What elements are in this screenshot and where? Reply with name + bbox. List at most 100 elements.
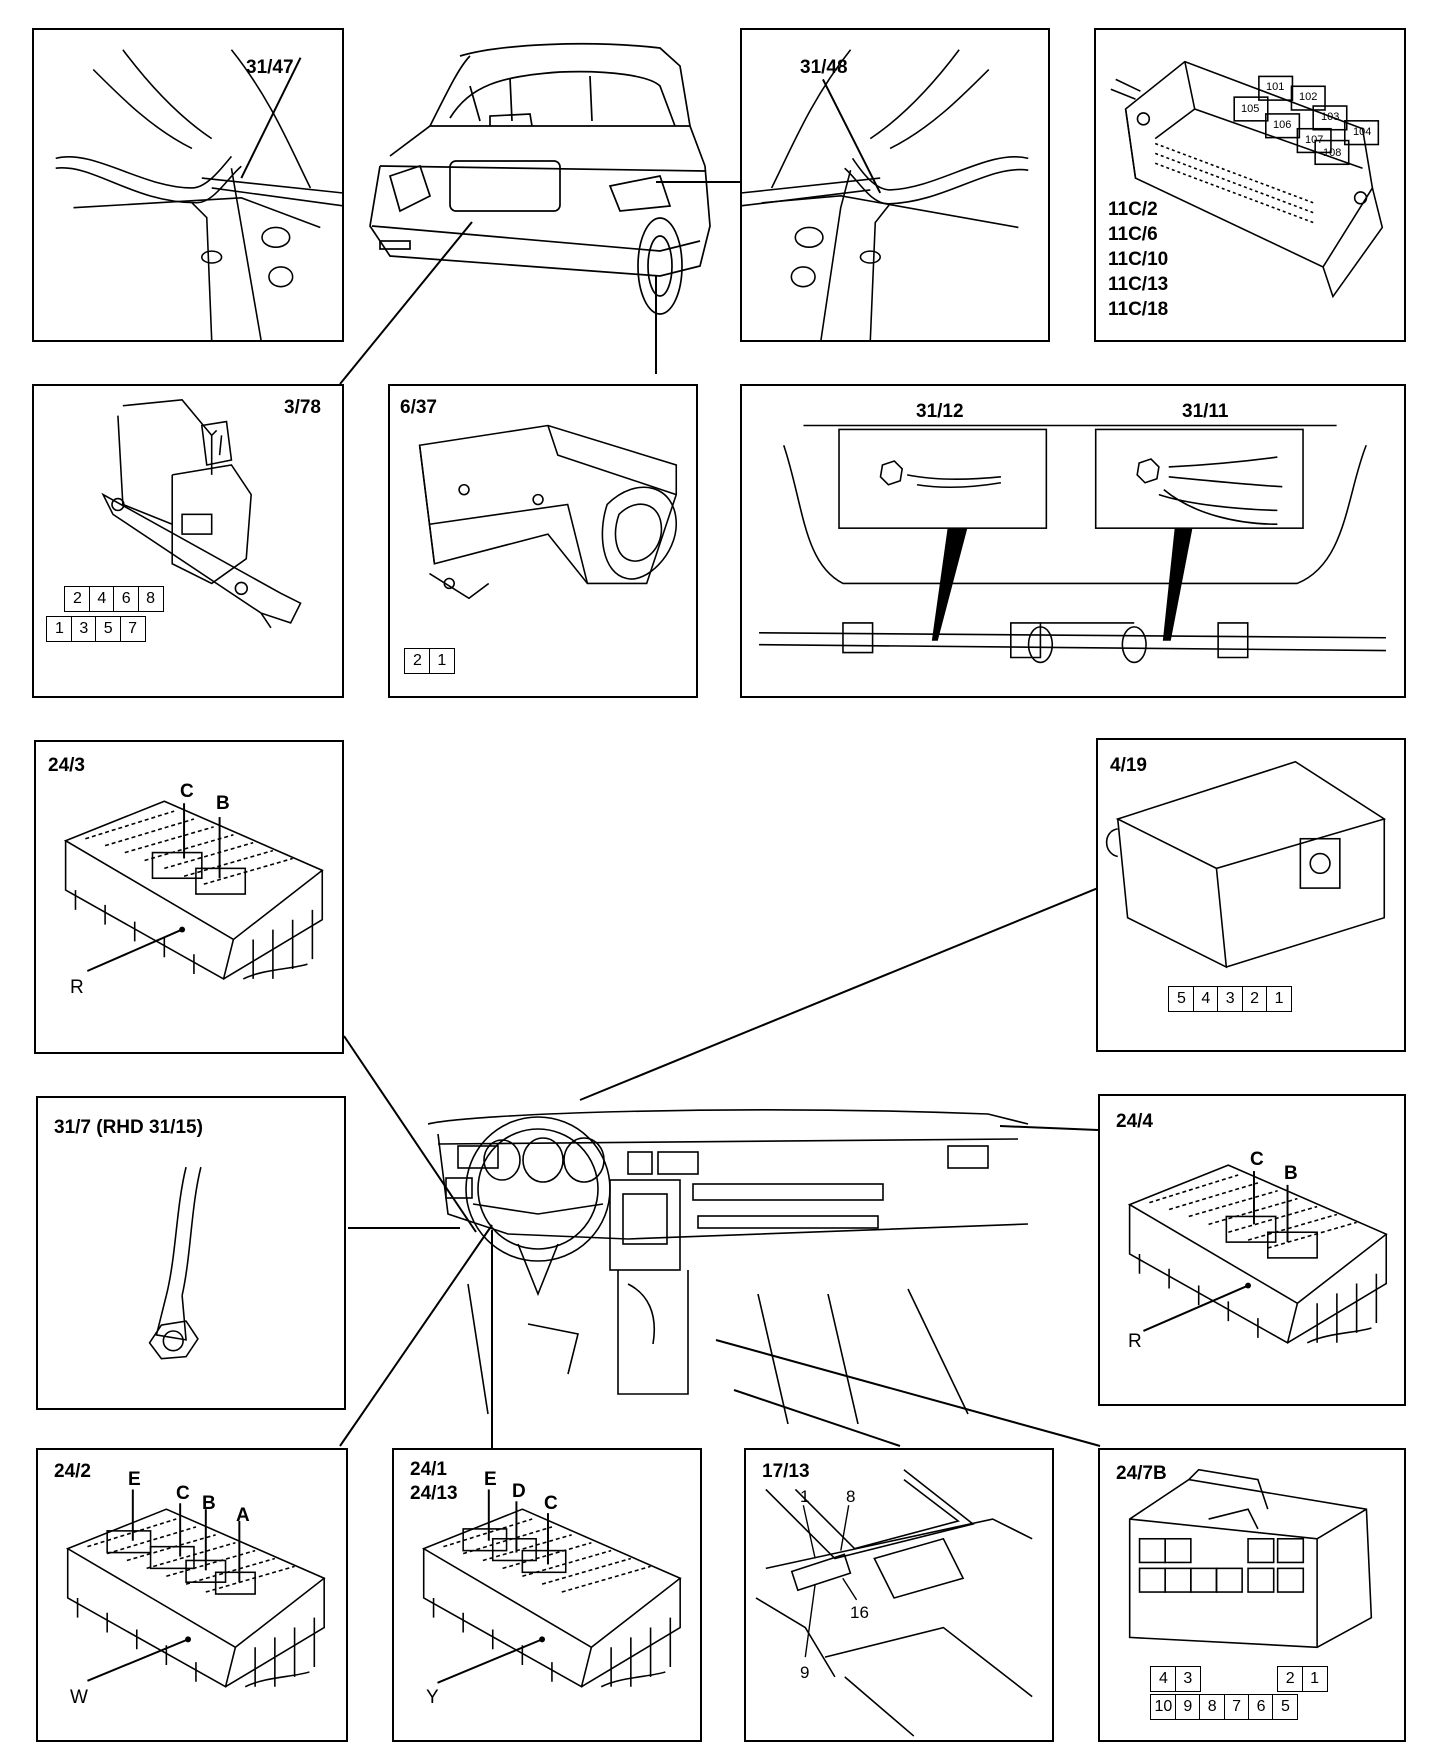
connector-label: 11C/6 <box>1108 224 1158 245</box>
pin: 1 <box>1266 986 1293 1012</box>
relay-102: 102 <box>1299 91 1318 103</box>
panel-label: 31/7 (RHD 31/15) <box>54 1117 203 1138</box>
pin: 3 <box>70 616 97 642</box>
ground-point-31-7-drawing <box>148 1166 202 1360</box>
pointer-C: C <box>1250 1149 1264 1170</box>
panel-31-47: 31/47 <box>32 28 344 342</box>
pin-1: 1 <box>800 1487 810 1506</box>
pointer-Y: Y <box>426 1687 439 1708</box>
panel-24-1-24-13: 24/1 24/13 E D C Y <box>392 1448 702 1742</box>
pin: 1 <box>428 648 455 674</box>
pin: 4 <box>1150 1666 1177 1692</box>
panel-label: 24/2 <box>54 1461 91 1482</box>
pin: 7 <box>1223 1694 1250 1720</box>
connector-block-24-4-drawing <box>1127 1164 1388 1344</box>
pin: 2 <box>404 648 431 674</box>
panel-31-12-31-11: 31/12 31/11 <box>740 384 1406 698</box>
pointer-B: B <box>202 1493 216 1514</box>
ground-point-31-47-drawing <box>55 49 342 340</box>
pinout-6-37: 2 1 <box>404 648 455 674</box>
pointer-C: C <box>544 1493 558 1514</box>
label-31-11: 31/11 <box>1182 401 1229 422</box>
pointer-R: R <box>1128 1331 1142 1352</box>
component-3-78-drawing <box>101 399 302 629</box>
pointer-C: C <box>176 1483 190 1504</box>
label-31-12: 31/12 <box>916 401 964 422</box>
panel-11c-relay-box: 101 102 105 103 106 104 107 108 11C/2 11… <box>1094 28 1406 342</box>
panel-label: 4/19 <box>1110 755 1147 776</box>
pin: 5 <box>95 616 122 642</box>
pin: 2 <box>64 586 91 612</box>
panel-label-24-13: 24/13 <box>410 1483 458 1504</box>
connector-block-24-3-drawing <box>63 800 324 981</box>
relay-108: 108 <box>1323 147 1342 159</box>
pointer-E: E <box>484 1469 497 1490</box>
pin: 6 <box>1248 1694 1275 1720</box>
panel-31-48: 31/48 <box>740 28 1050 342</box>
pin-row-bottom: 1 3 5 7 <box>46 616 146 642</box>
connector-label: 11C/18 <box>1108 299 1169 320</box>
connector-block-24-1-drawing <box>421 1489 682 1688</box>
pointer-D: D <box>512 1481 526 1502</box>
pinout-3-78: 2 4 6 8 1 3 5 7 <box>46 586 166 676</box>
pin-gap <box>1200 1666 1279 1692</box>
diagnostic-socket-17-13-drawing <box>755 1469 1033 1737</box>
relay-104: 104 <box>1353 126 1372 138</box>
panel-31-7: 31/7 (RHD 31/15) <box>36 1096 346 1410</box>
connector-label: 11C/2 <box>1108 199 1158 220</box>
central-electrical-unit-drawing <box>1110 60 1384 299</box>
panel-24-4: 24/4 C B R <box>1098 1094 1406 1406</box>
pin: 8 <box>137 586 164 612</box>
pin: 9 <box>1174 1694 1201 1720</box>
panel-label: 24/4 <box>1116 1111 1153 1132</box>
pinout-4-19: 5 4 3 2 1 <box>1168 986 1293 1012</box>
pin-row-top: 2 4 6 8 <box>64 586 164 612</box>
connector-label-list: 11C/2 11C/6 11C/10 11C/13 11C/18 <box>1108 200 1168 325</box>
connector-label: 11C/10 <box>1108 249 1169 270</box>
pin-8: 8 <box>846 1487 856 1506</box>
relay-105: 105 <box>1241 103 1260 115</box>
panel-label: 31/47 <box>246 57 294 78</box>
panel-6-37: 6/37 2 1 <box>388 384 698 698</box>
pointer-B: B <box>1284 1163 1298 1184</box>
panel-24-2: 24/2 E C B A W <box>36 1448 348 1742</box>
panel-label: 6/37 <box>400 397 437 418</box>
car-rear-overview <box>369 43 711 315</box>
pointer-A: A <box>236 1505 250 1526</box>
pin: 10 <box>1150 1694 1177 1720</box>
ground-point-31-48-drawing <box>742 49 1029 340</box>
ground-points-31-12-31-11-drawing <box>759 424 1386 664</box>
pin: 5 <box>1168 986 1195 1012</box>
panel-3-78: 3/78 2 4 6 8 1 3 5 7 <box>32 384 344 698</box>
connector-24-7b-drawing <box>1128 1468 1373 1649</box>
pin-9: 9 <box>800 1663 810 1682</box>
panel-label: 17/13 <box>762 1461 810 1482</box>
panel-24-7b: 24/7B 4 3 2 1 10 9 8 7 6 5 <box>1098 1448 1406 1742</box>
pin-row-top: 4 3 2 1 <box>1150 1666 1328 1692</box>
pointer-C: C <box>180 781 194 802</box>
pointer-B: B <box>216 793 230 814</box>
pin: 3 <box>1174 1666 1201 1692</box>
pin: 4 <box>88 586 115 612</box>
relay-107: 107 <box>1305 134 1324 146</box>
pin: 8 <box>1199 1694 1226 1720</box>
connector-label: 11C/13 <box>1108 274 1169 295</box>
pin: 6 <box>113 586 140 612</box>
pin: 4 <box>1192 986 1219 1012</box>
relay-101: 101 <box>1266 81 1285 93</box>
panel-label-24-1: 24/1 <box>410 1459 447 1480</box>
pin: 1 <box>46 616 73 642</box>
pin: 5 <box>1272 1694 1299 1720</box>
pin: 3 <box>1217 986 1244 1012</box>
panel-label: 3/78 <box>284 397 321 418</box>
pin: 1 <box>1301 1666 1328 1692</box>
panel-label: 24/3 <box>48 755 85 776</box>
panel-4-19: 4/19 5 4 3 2 1 <box>1096 738 1406 1052</box>
dashboard-overview <box>428 1109 1029 1424</box>
relay-106: 106 <box>1273 119 1292 131</box>
pin: 2 <box>1241 986 1268 1012</box>
pin: 2 <box>1277 1666 1304 1692</box>
pointer-E: E <box>128 1469 141 1490</box>
connector-block-24-2-drawing <box>65 1489 326 1688</box>
pin-16: 16 <box>850 1603 869 1622</box>
